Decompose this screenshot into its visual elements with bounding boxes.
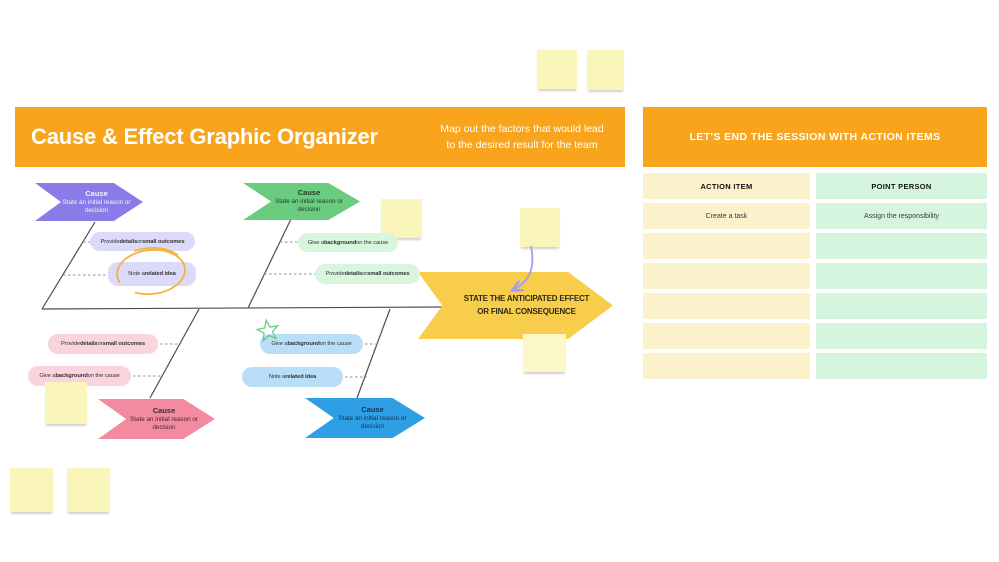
sticky-note[interactable] (381, 199, 422, 238)
sticky-note[interactable] (537, 50, 577, 89)
board-subtitle: Map out the factors that would lead to t… (417, 122, 627, 154)
rib-line-pink (149, 308, 200, 399)
rib-line-blue (356, 308, 391, 399)
cause-label: Cause (297, 188, 321, 198)
cause-label: Cause (152, 405, 176, 415)
action-item-cell[interactable] (643, 263, 810, 289)
action-item-cell[interactable]: Create a task (643, 203, 810, 229)
sticky-note[interactable] (10, 468, 53, 512)
spine-line (41, 306, 444, 310)
pill-background-cause[interactable]: Give a background on the cause (260, 334, 363, 354)
cause-sublabel: State an initial reason or decision (338, 414, 407, 430)
board-subtitle-line1: Map out the factors that would lead (440, 123, 604, 135)
table-row (643, 353, 987, 379)
action-item-cell[interactable] (643, 293, 810, 319)
rib-line-purple (41, 221, 96, 310)
table-row (643, 293, 987, 319)
cause-sublabel: State an initial reason or decision (275, 198, 343, 214)
point-person-cell[interactable] (816, 263, 987, 289)
pill-related-idea[interactable]: Note a related idea (242, 367, 343, 387)
pill-details-outcomes[interactable]: Provide details or small outcomes (48, 334, 158, 354)
table-row: Create a task Assign the responsibility (643, 203, 987, 229)
board-header-band[interactable]: Cause & Effect Graphic Organizer Map out… (15, 107, 625, 167)
point-person-cell[interactable]: Assign the responsibility (816, 203, 987, 229)
board-subtitle-line2: to the desired result for the team (446, 138, 598, 151)
point-person-cell[interactable] (816, 233, 987, 259)
board-title: Cause & Effect Graphic Organizer (31, 124, 378, 149)
action-item-cell[interactable] (643, 353, 810, 379)
point-person-cell[interactable] (816, 293, 987, 319)
column-header-action-item[interactable]: ACTION ITEM (643, 173, 810, 199)
pill-details-outcomes[interactable]: Provide details or small outcomes (315, 264, 420, 284)
table-row (643, 263, 987, 289)
table-row (643, 233, 987, 259)
effect-label-line1: STATE THE ANTICIPATED EFFECT (463, 293, 590, 303)
point-person-cell[interactable] (816, 323, 987, 349)
cause-sublabel: State an initial reason or decision (62, 198, 131, 214)
table-row (643, 323, 987, 349)
point-person-cell[interactable] (816, 353, 987, 379)
sticky-note[interactable] (67, 468, 110, 512)
table-header-row: ACTION ITEM POINT PERSON (643, 173, 987, 199)
column-header-point-person[interactable]: POINT PERSON (816, 173, 987, 199)
pill-background-cause[interactable]: Give a background on the cause (28, 366, 131, 386)
rib-line-green (247, 218, 292, 309)
cause-sublabel: State an initial reason or decision (130, 415, 198, 431)
cause-label: Cause (361, 404, 384, 414)
action-item-cell[interactable] (643, 233, 810, 259)
spine-and-ribs (41, 218, 444, 399)
action-item-cell[interactable] (643, 323, 810, 349)
action-panel-header[interactable]: LET'S END THE SESSION WITH ACTION ITEMS (643, 107, 987, 167)
sticky-note[interactable] (523, 334, 566, 372)
action-table: ACTION ITEM POINT PERSON Create a task A… (643, 173, 987, 383)
sticky-note[interactable] (45, 382, 87, 424)
action-panel-title: LET'S END THE SESSION WITH ACTION ITEMS (689, 131, 941, 143)
cause-label: Cause (85, 188, 108, 198)
dashed-connectors (63, 241, 378, 378)
effect-label-line2: OR FINAL CONSEQUENCE (477, 306, 576, 316)
pill-related-idea[interactable]: Note a related idea (108, 262, 196, 286)
pill-background-cause[interactable]: Give a background on the cause (298, 233, 398, 252)
pill-details-outcomes[interactable]: Provide details or small outcomes (90, 232, 195, 251)
sticky-note[interactable] (587, 50, 624, 90)
sticky-note[interactable] (520, 208, 560, 247)
